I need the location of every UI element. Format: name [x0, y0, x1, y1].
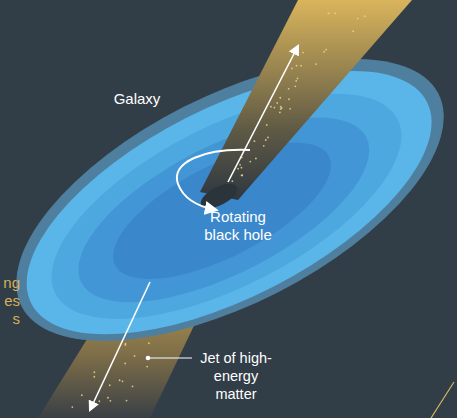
particle-dot: [294, 85, 296, 87]
particle-dot: [288, 88, 290, 90]
annotation-label: Jet of high-energy matter: [192, 349, 280, 403]
particle-dot: [241, 175, 243, 177]
particle-dot: [125, 343, 127, 345]
cut-off-text: s: [13, 310, 21, 328]
cut-off-text: ng: [3, 274, 20, 292]
particle-dot: [300, 65, 302, 67]
particle-dot: [273, 107, 275, 109]
particle-dot: [249, 161, 251, 163]
particle-dot: [231, 180, 233, 182]
particle-dot: [98, 400, 100, 402]
particle-dot: [241, 174, 243, 176]
particle-dot: [291, 67, 293, 69]
particle-dot: [334, 12, 336, 14]
particle-dot: [263, 145, 265, 147]
particle-dot: [146, 366, 148, 368]
jet-particles: [231, 12, 365, 182]
particle-dot: [325, 49, 327, 51]
leader-line: [148, 358, 192, 359]
particle-dot: [280, 108, 282, 110]
particle-dot: [276, 102, 278, 104]
particle-dot: [107, 397, 109, 399]
black-hole: [197, 179, 241, 213]
particle-dot: [279, 112, 281, 114]
upper-jet: [200, 0, 412, 200]
particle-dot: [119, 379, 121, 381]
jet-arrow: [228, 46, 298, 182]
jet-arrow: [90, 282, 150, 410]
particle-dot: [328, 12, 330, 14]
particle-dot: [289, 108, 291, 110]
particle-dot: [124, 363, 126, 365]
particle-dot: [148, 342, 150, 344]
particle-dot: [93, 376, 95, 378]
particle-dot: [270, 106, 272, 108]
particle-dot: [254, 140, 256, 142]
particle-dot: [241, 167, 243, 169]
annotation-label: Galaxy: [114, 90, 161, 108]
particle-dot: [364, 15, 366, 17]
particle-dot: [237, 168, 239, 170]
particle-dot: [122, 380, 124, 382]
particle-dot: [93, 371, 95, 373]
rotation-arrow: [177, 150, 250, 210]
particle-dot: [295, 80, 297, 82]
particle-dot: [239, 164, 241, 166]
particle-dot: [279, 97, 281, 99]
particle-dot: [296, 65, 298, 67]
annotation-label: Rotating black hole: [197, 208, 279, 244]
particle-dot: [255, 158, 257, 160]
particle-dot: [352, 30, 354, 32]
particle-dot: [71, 406, 73, 408]
particle-dot: [126, 400, 128, 402]
particle-dot: [109, 384, 111, 386]
particle-dot: [134, 355, 136, 357]
particle-dot: [266, 124, 268, 126]
galaxy-disk: [0, 1, 457, 399]
particle-dot: [288, 98, 290, 100]
particle-dot: [297, 78, 299, 80]
particle-dot: [132, 386, 134, 388]
particle-dot: [81, 394, 83, 396]
particle-dot: [315, 63, 317, 65]
particle-dot: [267, 136, 269, 138]
particle-dot: [280, 106, 282, 108]
particle-dot: [265, 139, 267, 141]
cut-off-text: es: [4, 292, 20, 310]
particle-dot: [323, 51, 325, 53]
decor-line: [431, 382, 454, 418]
particle-dot: [357, 18, 359, 20]
particle-dot: [109, 400, 111, 402]
particle-dot: [302, 52, 304, 54]
